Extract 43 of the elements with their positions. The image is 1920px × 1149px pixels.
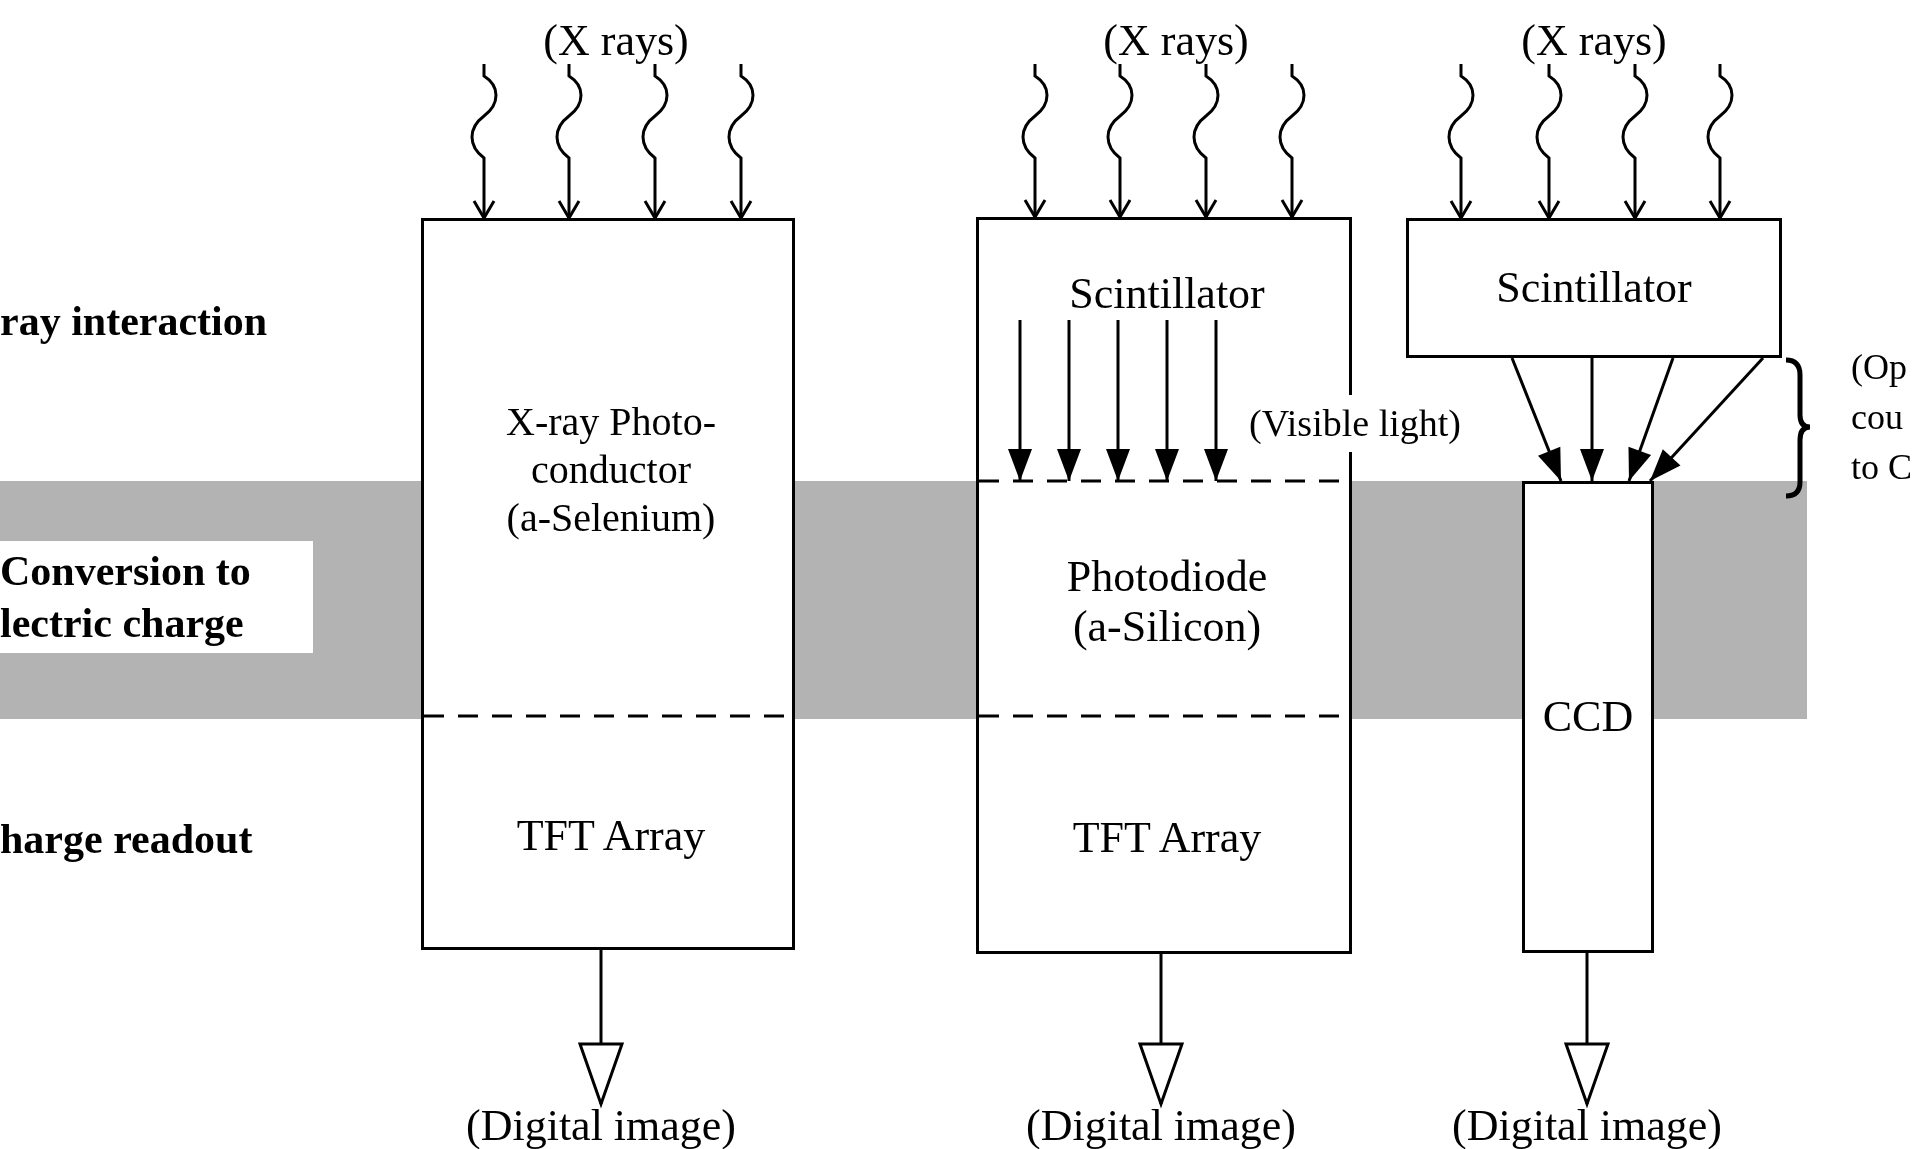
x-ray-arrow (1621, 64, 1649, 220)
layer-label: X-ray Photo- conductor (a-Selenium) (424, 221, 798, 719)
arrow (1580, 358, 1604, 481)
x-ray-arrow (470, 64, 498, 220)
arrow (1008, 320, 1032, 481)
x-ray-arrow (555, 64, 583, 220)
x-ray-arrow (1021, 64, 1049, 219)
output-label: (Digital image) (1417, 1104, 1757, 1148)
layer-label: TFT Array (424, 719, 798, 953)
output-label: (Digital image) (991, 1104, 1331, 1148)
x-ray-arrow (641, 64, 669, 220)
source-label: (X rays) (1494, 18, 1694, 64)
arrow (1204, 320, 1228, 481)
layer-label: Photodiode (a-Silicon) (979, 484, 1355, 719)
row-label: ray interaction (0, 297, 268, 346)
x-ray-arrow (1447, 64, 1475, 220)
source-label: (X rays) (516, 18, 716, 64)
layer-label: Scintillator (1039, 265, 1295, 323)
x-ray-arrow (1706, 64, 1734, 220)
x-ray-arrow (1535, 64, 1563, 220)
arrow (1627, 357, 1675, 482)
arrow (1564, 953, 1610, 1106)
arrow (1510, 357, 1563, 482)
arrow (1155, 320, 1179, 481)
arrow (1648, 357, 1765, 482)
x-ray-arrow (1192, 64, 1220, 219)
ccd-box: CCD (1522, 481, 1654, 953)
source-label: (X rays) (1076, 18, 1276, 64)
light-label: (Visible light) (1249, 395, 1461, 452)
row-label: harge readout (0, 815, 253, 864)
layer-label: TFT Array (979, 719, 1355, 957)
detector-box (421, 218, 795, 950)
output-label: (Digital image) (431, 1104, 771, 1148)
row-label: Conversion to lectric charge (0, 541, 313, 653)
arrow (1057, 320, 1081, 481)
arrow (1138, 954, 1184, 1106)
x-ray-arrow (1106, 64, 1134, 219)
scintillator-box: Scintillator (1406, 218, 1782, 358)
note-text: (Op cou to C (1851, 346, 1913, 489)
x-ray-arrow (727, 64, 755, 220)
arrow (578, 950, 624, 1106)
arrow (1106, 320, 1130, 481)
x-ray-arrow (1278, 64, 1306, 219)
